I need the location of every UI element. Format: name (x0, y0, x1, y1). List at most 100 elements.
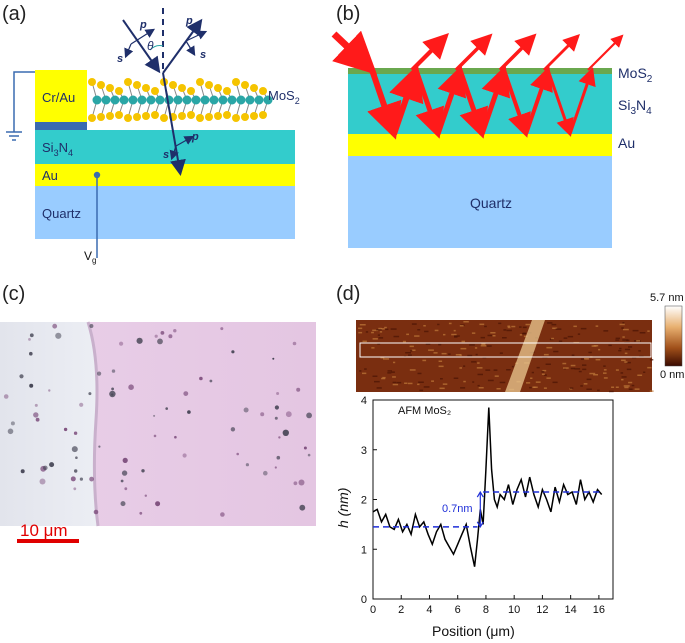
afm-grain (506, 369, 511, 371)
afm-grain (622, 322, 625, 324)
afm-grain (480, 345, 487, 347)
particle (153, 434, 157, 438)
afm-grain (529, 386, 532, 389)
y-tick-label: 4 (361, 395, 367, 407)
afm-grain (378, 327, 382, 330)
y-tick-label: 3 (361, 445, 367, 457)
afm-grain (621, 378, 624, 381)
particle (79, 402, 84, 407)
afm-grain (484, 325, 487, 328)
afm-grain (624, 386, 629, 389)
afm-grain (482, 356, 487, 359)
sulfur-atom (196, 114, 204, 122)
afm-grain (638, 350, 641, 352)
afm-grain (511, 365, 514, 368)
afm-grain (626, 361, 631, 364)
particle (187, 410, 191, 414)
particle (274, 466, 277, 469)
afm-grain (359, 324, 366, 326)
particle (93, 509, 99, 515)
afm-grain (387, 372, 392, 374)
afm-grain (431, 380, 434, 382)
afm-grain (475, 353, 478, 356)
x-tick-label: 0 (370, 604, 376, 616)
afm-grain (623, 328, 629, 331)
afm-grain (647, 330, 650, 332)
sulfur-atom (250, 112, 258, 120)
afm-grain (543, 387, 547, 389)
particle (121, 470, 128, 476)
afm-grain (438, 365, 444, 368)
ray-paths (331, 30, 624, 140)
step-annotation: 0.7nm (442, 503, 473, 515)
particle (73, 431, 78, 435)
afm-grain (574, 368, 581, 370)
afm-grain (418, 381, 424, 383)
particle (220, 327, 224, 331)
molybdenum-atom (101, 95, 111, 105)
chart-title: AFM MoS₂ (398, 405, 451, 417)
particle (128, 384, 134, 391)
afm-grain (639, 332, 646, 334)
panel-b: (b) MoS2 Si3N4 Au Quartz (331, 3, 653, 248)
particle (7, 428, 14, 435)
si3n4-layer-a (35, 130, 295, 164)
afm-grain (362, 372, 367, 375)
x-tick-label: 6 (455, 604, 461, 616)
molybdenum-atom (137, 95, 147, 105)
afm-grain (542, 369, 547, 372)
afm-grain (498, 322, 502, 325)
afm-grain (623, 385, 630, 387)
particle (276, 455, 281, 460)
afm-grain (543, 353, 549, 356)
particle (231, 350, 235, 354)
afm-grain (632, 356, 637, 359)
afm-grain (593, 374, 598, 376)
afm-grain (405, 352, 411, 354)
afm-grain (359, 370, 362, 372)
sulfur-atom (232, 114, 240, 122)
sulfur-atom (259, 87, 267, 95)
cr-au-label: Cr/Au (42, 90, 75, 105)
afm-grain (376, 329, 382, 331)
particle (120, 479, 124, 483)
particle (119, 341, 124, 346)
p-trans-label: p (191, 131, 199, 143)
sulfur-atom (259, 111, 267, 119)
afm-grain (567, 335, 574, 338)
colorbar-max: 5.7 nm (650, 292, 684, 304)
particle (260, 412, 265, 417)
afm-grain (404, 382, 408, 384)
afm-grain (448, 322, 452, 325)
afm-grain (392, 381, 397, 384)
si3n4-label-a: Si3N4 (42, 140, 73, 158)
afm-grain (378, 337, 384, 339)
afm-grain (471, 361, 477, 363)
particle (29, 333, 34, 338)
sulfur-atom (241, 113, 249, 121)
afm-grain (649, 390, 654, 392)
afm-grain (522, 326, 527, 329)
particle (70, 476, 76, 482)
afm-grain (453, 377, 459, 379)
particle (52, 323, 58, 329)
afm-grain (618, 349, 622, 352)
particle (48, 389, 51, 392)
micrograph-particles (3, 323, 312, 517)
afm-grain (371, 331, 374, 334)
afm-grain (417, 383, 420, 386)
sulfur-atom (196, 78, 204, 86)
afm-grain (485, 369, 491, 371)
afm-grain (459, 367, 462, 369)
panel-a-label: (a) (2, 3, 26, 25)
afm-grain (411, 323, 417, 325)
particle (182, 453, 187, 458)
particle (43, 465, 48, 471)
afm-grain (391, 371, 395, 373)
afm-grain (384, 326, 387, 329)
particle (111, 369, 116, 373)
afm-grain (603, 377, 608, 379)
sulfur-atom (142, 112, 150, 120)
particle (274, 416, 278, 420)
particle (34, 403, 38, 407)
